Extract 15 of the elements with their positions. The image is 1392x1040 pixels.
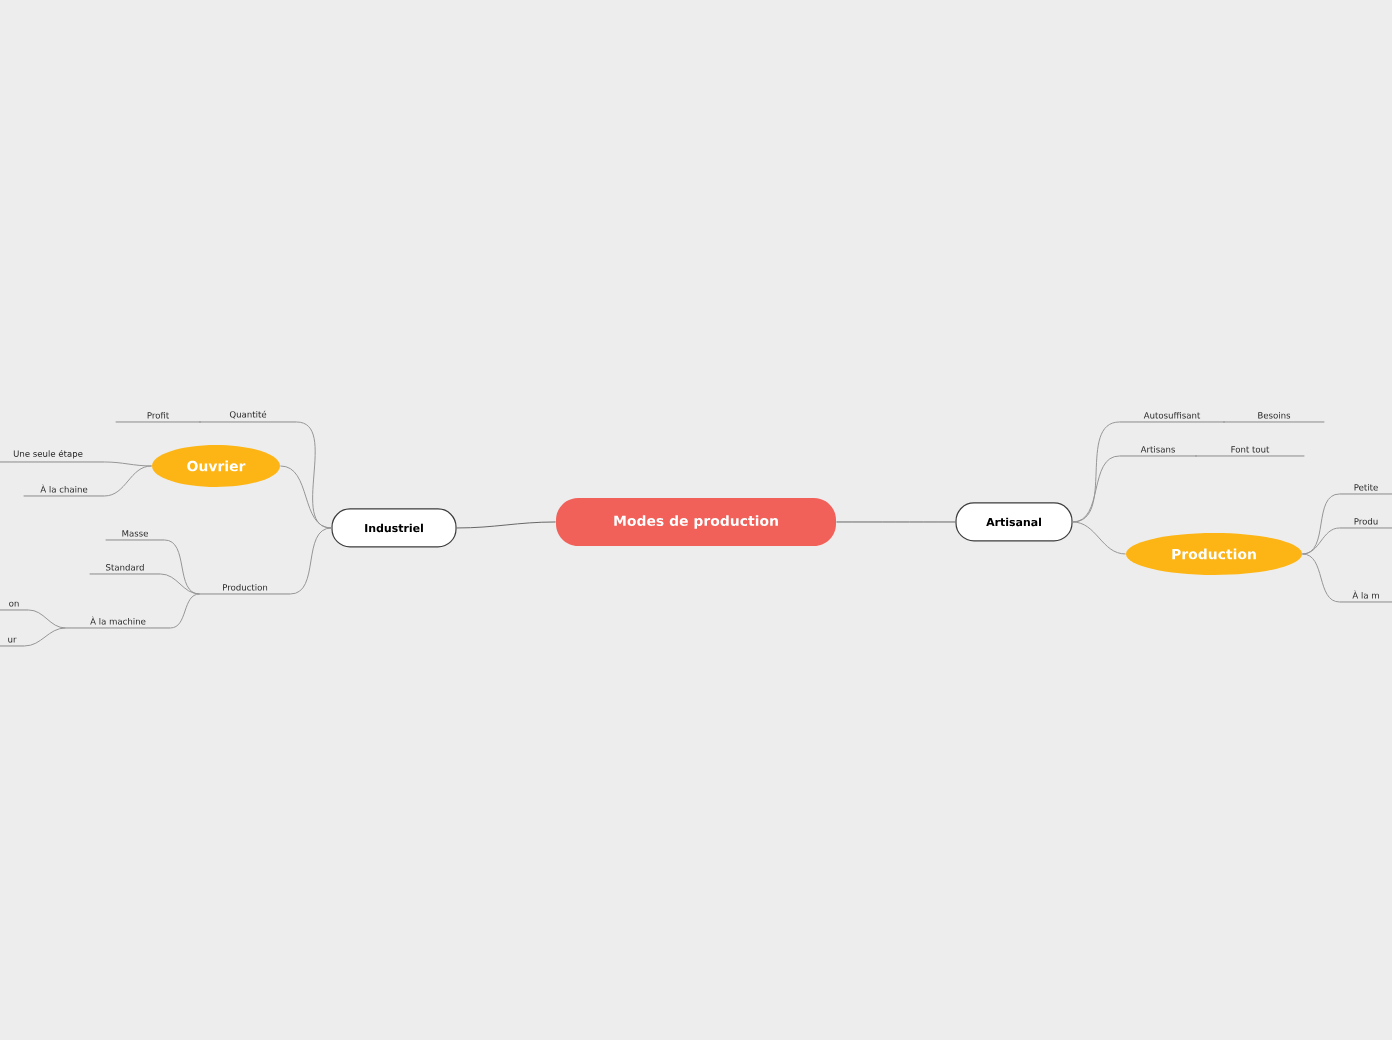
connector	[163, 539, 201, 595]
connector	[1072, 455, 1121, 523]
connector	[279, 465, 332, 529]
connector	[1072, 521, 1127, 555]
connector	[456, 521, 557, 529]
connector	[169, 593, 201, 629]
connector	[103, 465, 153, 497]
connector	[835, 521, 956, 523]
connector	[103, 461, 153, 467]
connector	[289, 527, 332, 595]
connector	[27, 609, 67, 629]
connector	[23, 627, 67, 647]
connector	[1301, 553, 1341, 603]
connector	[1301, 527, 1341, 555]
connector	[159, 573, 201, 595]
